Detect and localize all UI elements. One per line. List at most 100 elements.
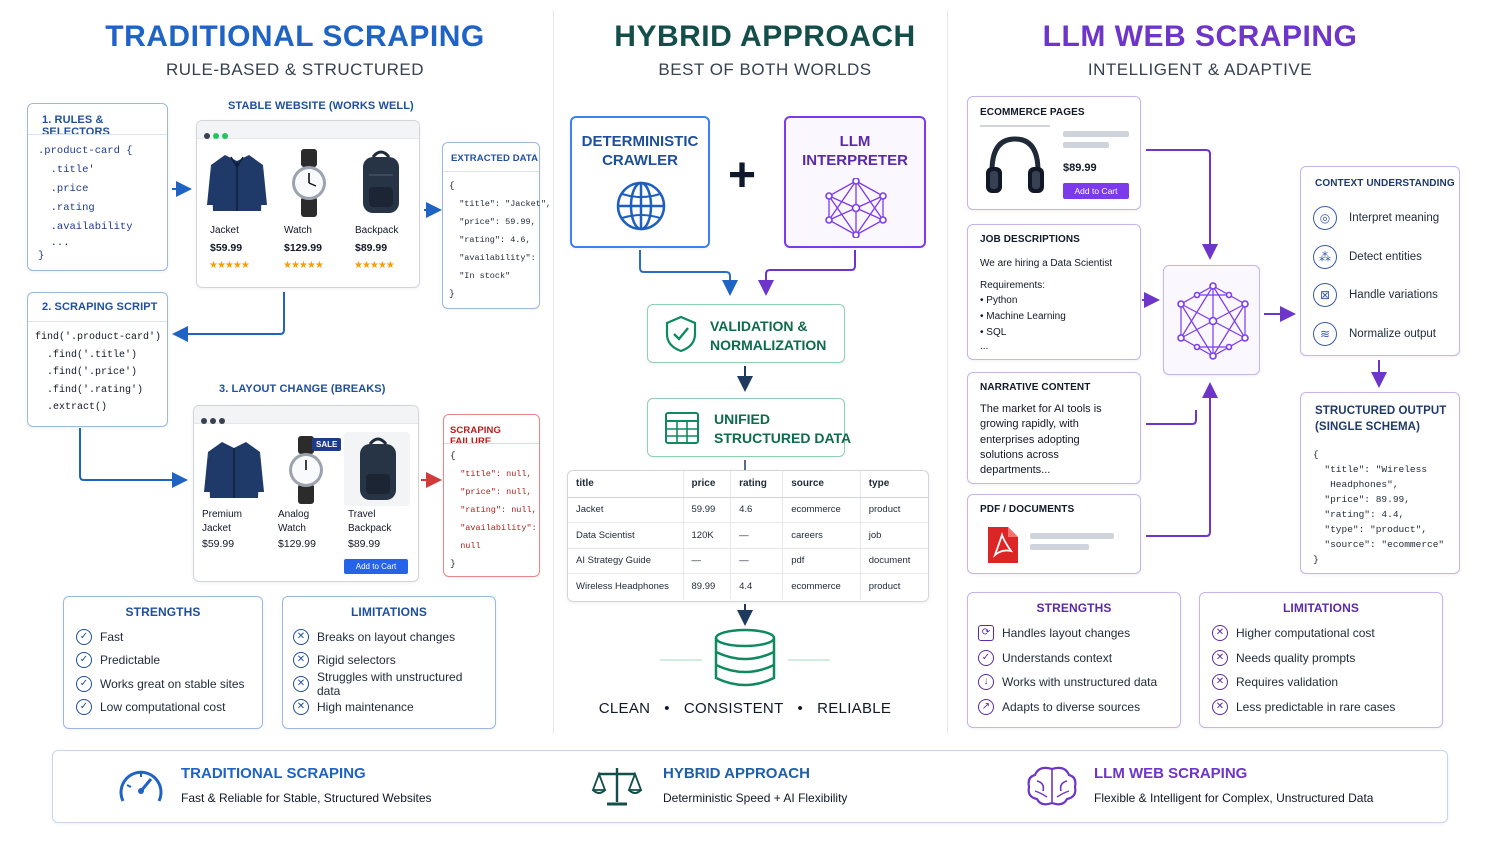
llm-strengths-card: STRENGTHS ⟳Handles layout changes ✓Under…	[967, 592, 1181, 728]
speedometer-icon	[117, 765, 165, 812]
hybrid-subtitle: BEST OF BOTH WORLDS	[658, 60, 872, 79]
context-label: Handle variations	[1349, 289, 1438, 302]
column-divider-right	[947, 10, 948, 734]
globe-icon	[615, 180, 667, 237]
rating-stars: ★★★★★	[354, 260, 395, 271]
json-line: Headphones",	[1313, 479, 1399, 490]
product-name: Travel Backpack	[348, 509, 392, 534]
limitation-item: ✕Struggles with unstructured data	[293, 670, 485, 698]
limitations-title: LIMITATIONS	[1283, 601, 1359, 615]
table-cell: product	[859, 497, 928, 523]
code-line: .availability	[38, 221, 133, 233]
hybrid-title: HYBRID APPROACH	[614, 20, 916, 53]
json-line: "rating": null,	[450, 505, 537, 515]
json-line: {	[449, 180, 455, 191]
structured-output-card: STRUCTURED OUTPUT (SINGLE SCHEMA) { "tit…	[1300, 392, 1460, 574]
table-cell: product	[859, 573, 928, 599]
browser-window-dots	[204, 126, 231, 144]
limitation-item: ✕Rigid selectors	[293, 649, 485, 673]
limitation-item: ✕Breaks on layout changes	[293, 625, 485, 649]
strength-text: Works great on stable sites	[100, 676, 245, 691]
browser-window-dots	[201, 411, 228, 429]
ecommerce-add-to-cart-button[interactable]: Add to Cart	[1063, 183, 1129, 199]
pdf-icon	[986, 525, 1020, 570]
code-line: .find('.title')	[35, 349, 138, 361]
llm-subtitle: INTELLIGENT & ADAPTIVE	[1087, 60, 1313, 79]
scraping-failure-title: SCRAPING FAILURE	[450, 425, 501, 447]
structured-output-title: STRUCTURED OUTPUT (SINGLE SCHEMA)	[1315, 405, 1447, 433]
code-line: .product-card {	[38, 145, 133, 157]
strength-item: ✓Low computational cost	[76, 696, 250, 720]
product-name: Premium Jacket	[202, 509, 243, 534]
shield-check-icon	[664, 315, 698, 358]
limitation-text: Needs quality prompts	[1236, 650, 1356, 665]
json-line: "In stock"	[449, 271, 511, 281]
database-icon	[660, 628, 830, 695]
table-header-row: title price rating source type	[568, 471, 928, 498]
narrative-title: NARRATIVE CONTENT	[980, 382, 1091, 393]
pdf-documents-card: PDF / DOCUMENTS	[967, 494, 1141, 574]
table-cell: job	[859, 522, 928, 549]
layout-change-browser: Premium Jacket $59.99 SALE Analog Watch …	[193, 405, 419, 582]
llm-interpreter-card: LLM INTERPRETER	[784, 116, 926, 248]
code-line: }	[38, 250, 45, 262]
shuffle-icon: ⊠	[1313, 283, 1337, 308]
context-label: Normalize output	[1349, 327, 1436, 340]
product-price: $129.99	[284, 242, 322, 254]
balance-scale-icon	[591, 764, 643, 813]
job-line: We are hiring a Data Scientist	[980, 258, 1113, 269]
crawler-label: DETERMINISTIC CRAWLER	[581, 133, 699, 169]
download-icon: ↓	[978, 674, 994, 691]
code-line: ...	[38, 237, 70, 249]
code-line: .find('.rating')	[35, 384, 144, 396]
failure-json: { "title": null, "price": null, "rating"…	[450, 447, 537, 573]
json-line: "price": 89.99,	[1313, 494, 1410, 505]
scraping-script-title: 2. SCRAPING SCRIPT	[42, 301, 158, 313]
json-line: "rating": 4.6,	[449, 235, 531, 245]
strength-text: Handles layout changes	[1002, 626, 1131, 641]
table-row: Data Scientist 120K — careers job	[568, 522, 928, 549]
strength-item: ↓ Works with unstructured data	[978, 670, 1170, 695]
extracted-json: { "title": "Jacket", "price": 59.99, "ra…	[449, 177, 551, 303]
column-header: price	[682, 471, 731, 498]
headphones-image	[980, 131, 1050, 206]
job-line	[980, 270, 1112, 278]
json-line: "rating": 4.4,	[1313, 509, 1405, 520]
json-line: }	[450, 558, 456, 569]
column-header: rating	[730, 471, 783, 498]
table-cell: careers	[782, 522, 861, 549]
table-cell: —	[730, 548, 783, 574]
table-cell: ecommerce	[782, 497, 861, 523]
code-line: .title'	[38, 164, 95, 176]
table-row: Wireless Headphones 89.99 4.4 ecommerce …	[568, 573, 928, 599]
job-descriptions-card: JOB DESCRIPTIONS We are hiring a Data Sc…	[967, 224, 1141, 360]
context-item: ⊠ Handle variations	[1313, 276, 1439, 315]
table-cell: 59.99	[682, 497, 731, 523]
stable-website-title: STABLE WEBSITE (WORKS WELL)	[228, 100, 414, 112]
json-line: "title": "Wireless	[1313, 464, 1428, 475]
column-header: source	[782, 471, 861, 498]
strength-text: Works with unstructured data	[1002, 675, 1158, 690]
add-to-cart-button[interactable]: Add to Cart	[344, 559, 408, 574]
strength-text: Fast	[100, 629, 124, 644]
json-line: }	[449, 288, 455, 299]
json-line: "source": "ecommerce"	[1313, 539, 1445, 550]
check-icon: ✓	[978, 649, 994, 666]
limitation-item: ✕High maintenance	[293, 696, 485, 720]
footer-llm-desc: Flexible & Intelligent for Complex, Unst…	[1094, 791, 1374, 805]
ecommerce-title: ECOMMERCE PAGES	[980, 107, 1085, 118]
llm-limitations-card: LIMITATIONS ✕Higher computational cost ✕…	[1199, 592, 1443, 728]
product-name: Analog Watch	[278, 509, 310, 534]
limitation-text: Breaks on layout changes	[317, 629, 456, 644]
x-icon: ✕	[1212, 649, 1228, 666]
layout-icon: ⟳	[978, 625, 994, 642]
backpack-image	[349, 147, 413, 215]
adapt-icon: ↗	[978, 698, 994, 715]
limitations-title: LIMITATIONS	[351, 605, 427, 619]
network-icon: ⁂	[1313, 244, 1337, 269]
job-line: • Python	[980, 295, 1018, 306]
context-item: ≋ Normalize output	[1313, 315, 1439, 354]
check-icon: ✓	[76, 675, 92, 692]
brain-icon	[1025, 763, 1079, 814]
